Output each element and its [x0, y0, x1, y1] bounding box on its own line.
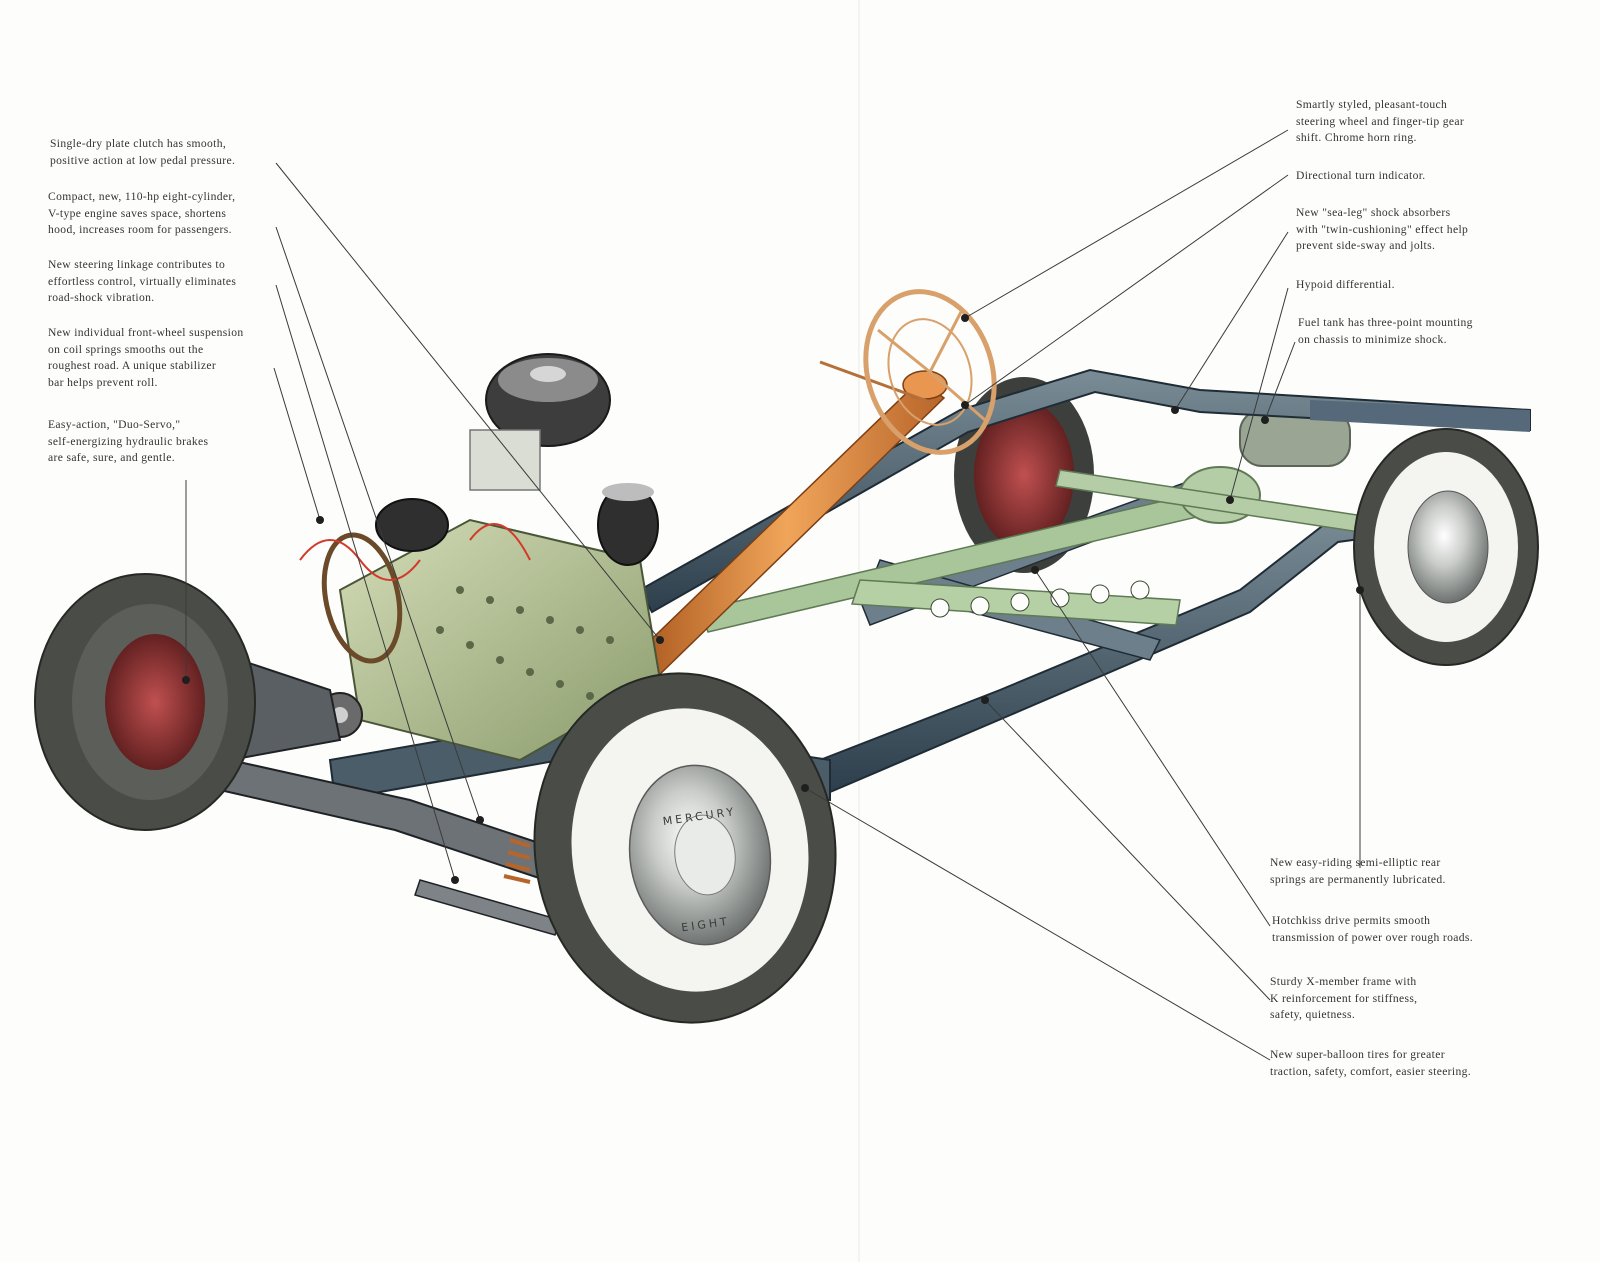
- leader-differential: [1229, 287, 1289, 501]
- drive-shaft: [699, 489, 1219, 633]
- callout-hotchkiss: Hotchkiss drive permits smooth transmiss…: [1272, 914, 1474, 944]
- leader-dots: [182, 314, 1364, 884]
- callout-brakes: Easy-action, "Duo-Servo," self-energizin…: [48, 418, 209, 464]
- leader-tires: [804, 787, 1271, 1061]
- leader-shock-absorbers: [1174, 231, 1289, 411]
- leader-steering-wheel: [964, 129, 1289, 319]
- leader-hotchkiss: [1034, 569, 1271, 927]
- callout-steering-wheel: Smartly styled, pleasant-touch steering …: [1296, 98, 1465, 144]
- front-left-wheel: MERCURY EIGHT: [533, 672, 837, 1024]
- leader-engine: [275, 226, 481, 821]
- callout-turn-indicator: Directional turn indicator.: [1296, 169, 1426, 182]
- front-right-wheel: [34, 573, 256, 831]
- callout-differential: Hypoid differential.: [1296, 278, 1395, 291]
- callout-front-suspension: New individual front-wheel suspension on…: [48, 326, 244, 389]
- leader-x-member: [984, 699, 1271, 1001]
- callout-tires: New super-balloon tires for greater trac…: [1270, 1048, 1472, 1078]
- callout-engine: Compact, new, 110-hp eight-cylinder, V-t…: [48, 190, 236, 236]
- leader-steering-linkage: [275, 284, 456, 881]
- leader-front-suspension: [273, 367, 321, 521]
- callout-shock-absorbers: New "sea-leg" shock absorbers with "twin…: [1296, 206, 1469, 252]
- leader-clutch: [275, 162, 661, 641]
- leader-fuel-tank: [1264, 341, 1296, 421]
- callout-fuel-tank: Fuel tank has three-point mounting on ch…: [1298, 316, 1473, 346]
- leader-lines: [185, 129, 1361, 1061]
- callout-rear-springs: New easy-riding semi-elliptic rear sprin…: [1270, 856, 1446, 886]
- differential: [1055, 466, 1391, 537]
- engine: [299, 353, 662, 762]
- steering-column: [628, 360, 948, 682]
- callout-x-member: Sturdy X-member frame with K reinforceme…: [1270, 975, 1418, 1021]
- steering-wheel: [863, 289, 997, 455]
- callout-clutch: Single-dry plate clutch has smooth, posi…: [50, 137, 236, 167]
- rear-left-wheel: [1353, 428, 1539, 666]
- leader-turn-indicator: [964, 174, 1289, 406]
- page-gutter: [858, 0, 860, 1262]
- callout-steering-linkage: New steering linkage contributes to effo…: [48, 258, 237, 304]
